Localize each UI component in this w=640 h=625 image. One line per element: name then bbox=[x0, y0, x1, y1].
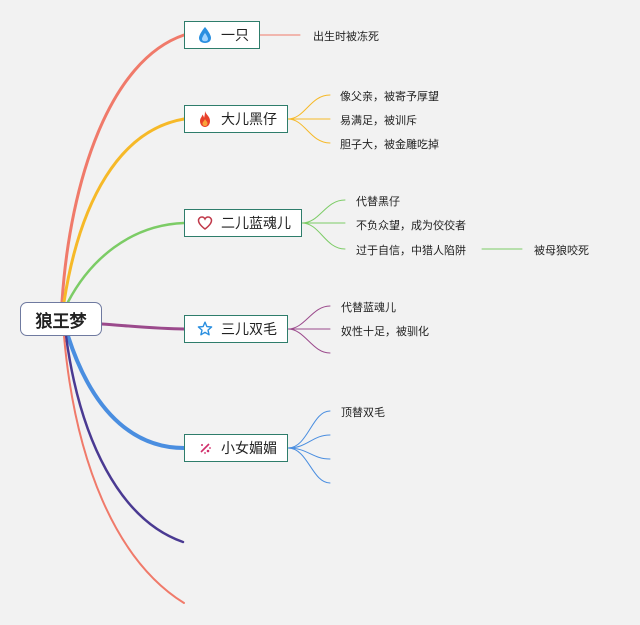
branch-line-shuangmao bbox=[100, 322, 186, 331]
branch-label-meimei: 小女媚媚 bbox=[221, 441, 277, 457]
fire-icon bbox=[195, 109, 215, 129]
leaf-line-lanhun-2 bbox=[301, 222, 346, 250]
branch-line-heizai bbox=[62, 117, 186, 304]
branch-label-heizai: 大儿黑仔 bbox=[221, 112, 277, 128]
leaf-lanhun-0: 代替黑仔 bbox=[356, 195, 400, 208]
branch-node-shuangmao[interactable]: 三儿双毛 bbox=[184, 315, 288, 343]
branch-node-yizhi[interactable]: 一只 bbox=[184, 21, 260, 49]
leaf-line-heizai-0 bbox=[287, 94, 331, 120]
leaf-lanhun-2: 过于自信，中猎人陷阱 bbox=[356, 244, 466, 257]
star-icon bbox=[195, 319, 215, 339]
branch-node-lanhun[interactable]: 二儿蓝魂儿 bbox=[184, 209, 302, 237]
branch-label-yizhi: 一只 bbox=[221, 28, 249, 44]
leaf-line-meimei-3 bbox=[287, 447, 331, 484]
branch-line-extra-2 bbox=[63, 335, 185, 604]
leaf-line-lanhun-0 bbox=[301, 199, 346, 224]
leaf-line-heizai-2 bbox=[287, 118, 331, 144]
leaf-yizhi-0: 出生时被冻死 bbox=[313, 30, 379, 43]
leaf-heizai-2: 胆子大，被金雕吃掉 bbox=[340, 138, 439, 151]
branch-line-meimei bbox=[66, 334, 186, 450]
leaf-line-meimei-1 bbox=[287, 434, 331, 449]
branch-line-yizhi bbox=[60, 33, 186, 304]
leaf-line-shuangmao-2 bbox=[287, 328, 331, 354]
branch-label-lanhun: 二儿蓝魂儿 bbox=[221, 216, 291, 232]
branch-line-extra-1 bbox=[64, 334, 185, 544]
leaf-lanhun-1: 不负众望，成为佼佼者 bbox=[356, 219, 466, 232]
subleaf-lanhun: 被母狼咬死 bbox=[534, 244, 589, 257]
water-drop-icon bbox=[195, 25, 215, 45]
branch-node-meimei[interactable]: 小女媚媚 bbox=[184, 434, 288, 462]
leaf-heizai-1: 易满足，被训斥 bbox=[340, 114, 417, 127]
root-node[interactable]: 狼王梦 bbox=[20, 302, 102, 336]
branch-node-heizai[interactable]: 大儿黑仔 bbox=[184, 105, 288, 133]
branch-line-lanhun bbox=[66, 221, 186, 304]
leaf-shuangmao-1: 奴性十足，被驯化 bbox=[341, 325, 429, 338]
leaf-line-meimei-0 bbox=[287, 410, 331, 449]
heart-icon bbox=[195, 213, 215, 233]
leaf-meimei-0: 顶替双毛 bbox=[341, 406, 385, 419]
branch-label-shuangmao: 三儿双毛 bbox=[221, 322, 277, 338]
leaf-heizai-0: 像父亲，被寄予厚望 bbox=[340, 90, 439, 103]
leaf-line-shuangmao-0 bbox=[287, 305, 331, 330]
sparkle-icon bbox=[195, 438, 215, 458]
leaf-shuangmao-0: 代替蓝魂儿 bbox=[341, 301, 396, 314]
root-label: 狼王梦 bbox=[35, 311, 87, 332]
